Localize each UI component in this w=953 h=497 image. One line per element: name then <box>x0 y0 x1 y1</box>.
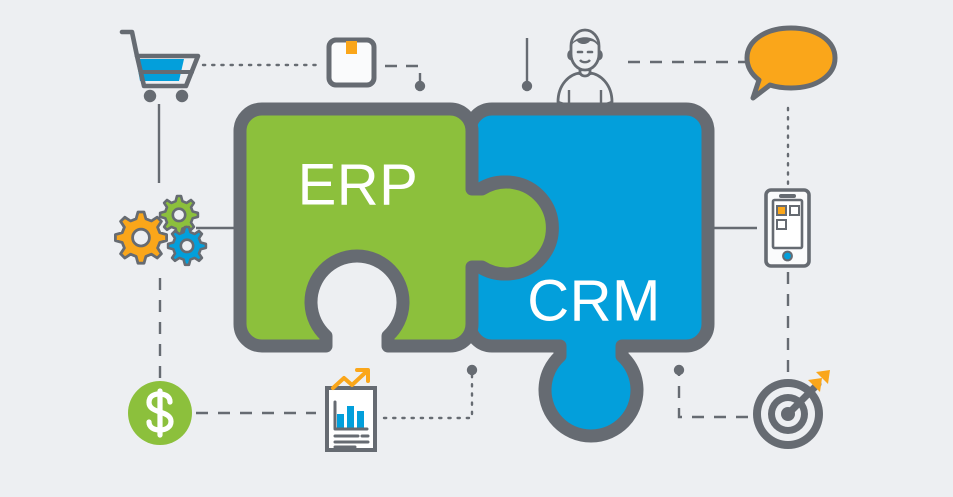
phone-speaker <box>779 194 796 198</box>
connector-endpoints <box>414 80 685 376</box>
person-head <box>569 28 601 72</box>
report-bar-3 <box>357 411 364 428</box>
person-sleeve-lines <box>567 90 603 104</box>
endpoint-dot-report <box>466 364 478 376</box>
gear-orange <box>114 210 168 265</box>
target-arrow-fletch-1 <box>808 378 822 392</box>
report-axes <box>333 400 369 431</box>
speech-bubble-shape <box>744 25 838 101</box>
package-box-icon[interactable] <box>326 37 377 88</box>
cart-wheel-left <box>143 89 157 103</box>
report-trend-line <box>331 370 368 390</box>
connector-box-to-erp <box>385 64 422 85</box>
endpoint-dot-target <box>673 364 685 376</box>
phone-app-orange <box>776 205 787 216</box>
shopping-cart-icon[interactable] <box>119 29 201 103</box>
person-ear-right <box>598 49 603 61</box>
crm-piece[interactable]: CRM <box>463 102 715 443</box>
dollar-coin-icon[interactable] <box>128 381 192 445</box>
person-smile <box>579 59 591 64</box>
target-arrow-icon[interactable] <box>753 370 830 449</box>
endpoint-dot-box <box>414 80 426 92</box>
erp-piece[interactable]: ERP <box>233 102 559 353</box>
speech-bubble-icon[interactable] <box>744 25 838 101</box>
dollar-s-curve <box>146 391 174 433</box>
person-ear-left <box>567 49 572 61</box>
box-body <box>326 37 377 88</box>
person-hair <box>571 37 599 47</box>
mobile-device-icon[interactable] <box>764 188 811 268</box>
phone-app-blank-2 <box>776 219 787 230</box>
erp-label: ERP <box>298 152 419 217</box>
phone-home-button <box>782 250 793 262</box>
report-bar-2 <box>347 406 354 428</box>
target-arrow-fletch-2 <box>816 370 830 384</box>
connector-target-to-crm <box>677 372 748 419</box>
report-trend-arrowhead <box>355 368 370 383</box>
report-text-lines <box>333 434 370 449</box>
cart-handle <box>119 29 140 59</box>
gears-icon[interactable] <box>114 194 208 267</box>
endpoint-dot-person <box>521 80 533 92</box>
crm-label: CRM <box>527 268 661 333</box>
erp-piece-shape[interactable] <box>233 102 559 353</box>
report-chart-icon[interactable] <box>325 368 377 452</box>
report-bar-1 <box>337 414 344 428</box>
gear-blue <box>166 225 208 267</box>
connector-report-to-erp <box>382 370 474 420</box>
gear-green <box>158 194 200 236</box>
cart-basket-outline <box>134 53 201 89</box>
person-icon[interactable] <box>556 28 614 108</box>
cart-wheel-right <box>175 89 189 103</box>
phone-app-blank-1 <box>789 205 800 216</box>
box-tape-strip <box>346 41 357 54</box>
target-arrow-shaft <box>782 380 822 420</box>
person-torso <box>556 71 614 108</box>
